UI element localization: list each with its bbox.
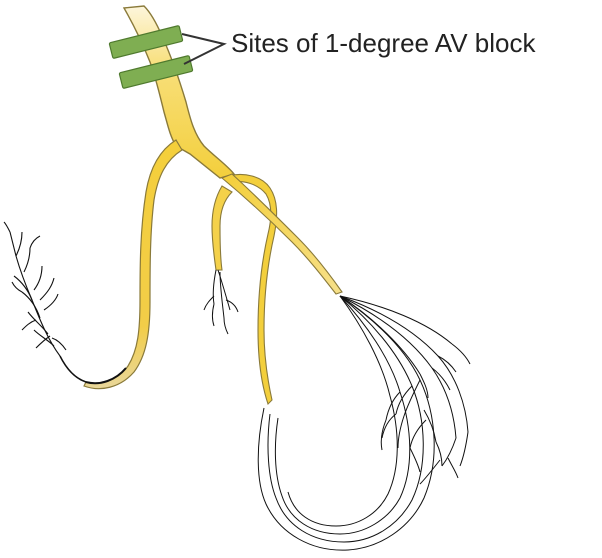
septal-fibers: [204, 270, 238, 334]
annotation-label: Sites of 1-degree AV block: [231, 28, 536, 58]
left-bundle-branch: [60, 140, 182, 389]
right-purkinje-fibers: [258, 296, 470, 550]
right-bundle-branch: [212, 174, 342, 404]
left-purkinje-fibers: [4, 222, 66, 356]
